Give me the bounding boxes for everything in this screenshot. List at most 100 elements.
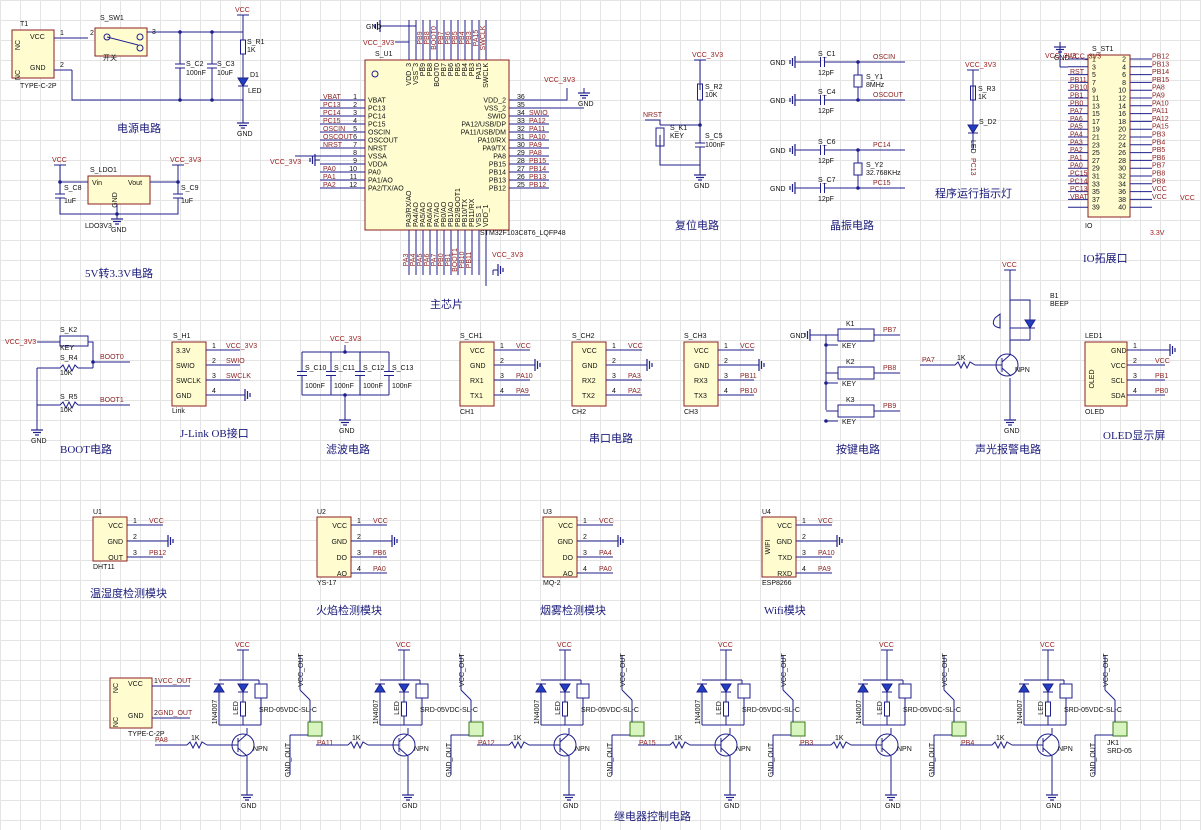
c3-val: 10uF [217, 70, 233, 77]
gnd-out-label: GND_OUT [285, 742, 292, 777]
cap-val: 100nF [334, 383, 354, 390]
vcc-out-label: VCC_OUT [781, 653, 788, 687]
resistor [954, 360, 976, 370]
key-ref: K1 [846, 321, 855, 328]
pin-num: 4 [1122, 64, 1126, 71]
mcu-right-pin: PA11/USB/DM [461, 130, 506, 137]
net-label: PB4 [459, 31, 466, 44]
r-val: 1K [996, 735, 1005, 742]
r1-ref: S_R1 [247, 39, 265, 46]
net-label: PB4 [961, 740, 974, 747]
caption-ldo: 5V转3.3V电路 [85, 268, 154, 280]
collector [398, 733, 409, 743]
resistor [723, 701, 729, 717]
relay-label: SRD-05VDC-SL-C [1064, 707, 1122, 714]
caption-buzzer: 声光报警电路 [975, 444, 1041, 456]
net-label: PB9 [417, 31, 424, 44]
net-label: NRST [323, 142, 343, 149]
caption-boot: BOOT电路 [60, 444, 112, 456]
pin-num: 2 [1122, 57, 1126, 64]
nrst-label: NRST [643, 112, 663, 119]
pin-num: 29 [1092, 166, 1100, 173]
mcu-bottom-pin: PB1/AO [448, 201, 455, 227]
module-pin: GND [331, 539, 347, 546]
net-label: PA12 [529, 118, 546, 125]
pin-num: 30 [517, 142, 525, 149]
net-label: PB10 [740, 388, 757, 395]
mcu-bottom-pin: PB10/TX [462, 199, 469, 227]
r-val: 1K [674, 735, 683, 742]
serial-header [683, 341, 719, 407]
net-label: OSCIN [323, 126, 345, 133]
pin-num: 12 [349, 182, 357, 189]
diode-label: 1N4007 [1017, 700, 1024, 725]
sw-ref: S_SW1 [100, 15, 124, 22]
gnd-out-label: GND_OUT [446, 742, 453, 777]
pin-num: 8 [353, 150, 357, 157]
h1-ref: S_H1 [173, 333, 191, 340]
emitter [237, 747, 248, 757]
module-pin: GND [776, 539, 792, 546]
gnd-symbol [402, 790, 414, 801]
net-label: PA10 [529, 134, 546, 141]
pin-num: 4 [802, 566, 806, 573]
collector [881, 733, 892, 743]
mcu-left-pin: PA2/TX/AO [368, 186, 404, 193]
c8-ref: S_C8 [64, 185, 82, 192]
pin-num: 2 [357, 534, 361, 541]
mcu-left-pin: OSCOUT [368, 138, 399, 145]
net-label: PB3 [800, 740, 813, 747]
net-label: PA3 [1070, 139, 1083, 146]
r5-val: 10K [60, 407, 73, 414]
jk1-part: SRD-05 [1107, 748, 1132, 755]
module-pin: OUT [108, 555, 124, 562]
gnd-symbol [642, 359, 653, 371]
gnd-symbol [309, 154, 320, 166]
mcu-top-pin: PB7 [441, 63, 448, 76]
pin-num: 12 [1118, 96, 1126, 103]
pin-num: 35 [517, 102, 525, 109]
pin-num: 2 [154, 710, 158, 717]
pin-num: 36 [517, 94, 525, 101]
net-label: PB10 [459, 251, 466, 268]
pin-num: 25 [1092, 150, 1100, 157]
caption-flame: 火焰检测模块 [316, 605, 382, 617]
pin-num: 32 [1118, 174, 1126, 181]
module-pin: RXD [777, 571, 792, 578]
net-label: PA2 [1070, 147, 1083, 154]
net-label: PA4 [410, 254, 417, 267]
net-label: PB11 [740, 373, 757, 380]
gnd-symbol [1165, 344, 1176, 356]
resistor [59, 400, 79, 410]
module-ref: U2 [317, 509, 326, 516]
net-label: PA2 [628, 388, 641, 395]
pin-num: 2 [802, 534, 806, 541]
gnd-label: GND [111, 227, 127, 234]
pin-num: 6 [1122, 72, 1126, 79]
switch-contact [136, 44, 144, 52]
mcu-ref: S_U1 [375, 51, 393, 58]
pin-num: 27 [1092, 158, 1100, 165]
ch-pin: TX3 [694, 393, 707, 400]
pin-num: 4 [353, 118, 357, 125]
power-net-label: VCC [235, 7, 250, 14]
emitter [720, 747, 731, 757]
mcu-bottom-pin: VSS_1 [476, 205, 483, 227]
pin-num: 33 [1092, 181, 1100, 188]
pin-num: 3 [357, 550, 361, 557]
pin-num: 6 [353, 134, 357, 141]
pin-num: 9 [1092, 88, 1096, 95]
emitter [1001, 367, 1012, 377]
gnd-symbol [578, 88, 590, 99]
resistor [669, 740, 691, 750]
gnd-label: GND [578, 101, 594, 108]
mcu-bottom-pin: PB0/AO [441, 201, 448, 227]
t1-gnd: GND [30, 65, 46, 72]
led-label: LED [233, 701, 240, 715]
relay-label: SRD-05VDC-SL-C [581, 707, 639, 714]
pin-num: 1 [357, 518, 361, 525]
net-label: PA7 [922, 357, 935, 364]
wire [59, 165, 88, 183]
wire [88, 341, 130, 363]
net-label: VCC [1155, 358, 1170, 365]
